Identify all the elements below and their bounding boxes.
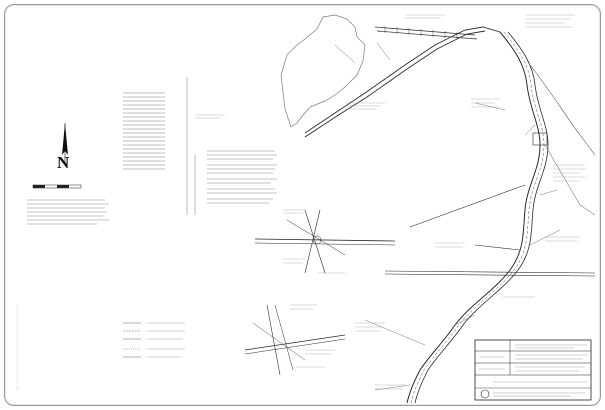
- right-branch-line-lower: [544, 144, 596, 216]
- left-notes-block: [27, 199, 109, 225]
- annotation-text-strokes: [195, 14, 587, 390]
- title-block: [474, 339, 592, 401]
- route-corridor-main: [406, 31, 549, 404]
- scale-bar: [32, 184, 82, 189]
- route-line-top: [304, 26, 501, 138]
- right-branch-line: [529, 64, 596, 156]
- legend: [123, 322, 185, 358]
- annotation-leaders: [334, 42, 561, 391]
- coordinate-table: [123, 92, 165, 170]
- north-arrow-icon: [62, 123, 68, 165]
- parcel-boundary: [280, 14, 366, 128]
- title-block-text-lines: [479, 344, 587, 397]
- plan-sheet-frame: N: [4, 4, 601, 406]
- top-crossing-road: [374, 26, 478, 40]
- survey-plan-drawing: N: [16, 14, 596, 404]
- north-arrow-label: N: [57, 153, 70, 172]
- lower-road-section: [244, 304, 346, 376]
- detail-box: [532, 132, 548, 146]
- center-road-section: [254, 209, 396, 274]
- notes-block: [207, 150, 277, 204]
- easement-lines: [384, 184, 596, 277]
